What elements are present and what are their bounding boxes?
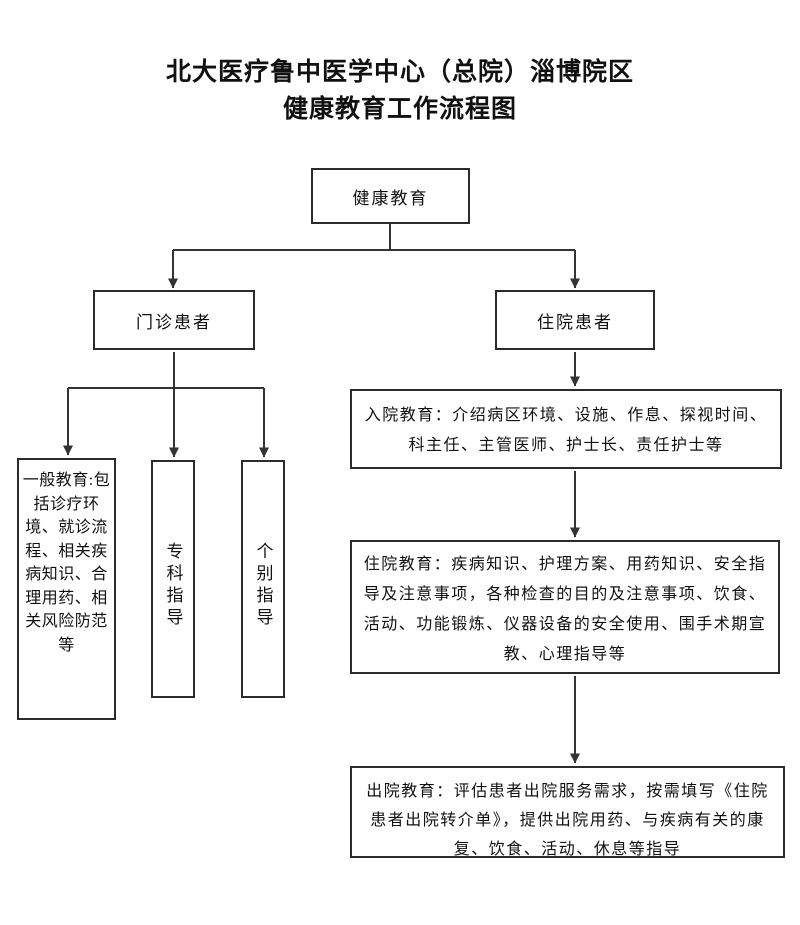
node-general-education: 一般教育:包括诊疗环境、就诊流程、相关疾病知识、合理用药、相关风险防范等 — [17, 458, 116, 720]
node-discharge-education: 出院教育：评估患者出院服务需求，按需填写《住院患者出院转介单》，提供出院用药、与… — [350, 766, 785, 858]
node-inpatient-label: 住院患者 — [537, 312, 613, 332]
page-title-line2: 健康教育工作流程图 — [282, 96, 517, 123]
node-hospitalization-education-label: 住院教育：疾病知识、护理方案、用药知识、安全指导及注意事项，各种检查的目的及注意… — [363, 556, 767, 663]
node-individual-guidance-label: 个别指导 — [253, 542, 273, 630]
node-health-education: 健康教育 — [311, 168, 470, 224]
node-individual-guidance: 个别指导 — [241, 460, 285, 698]
node-specialist-guidance-label: 专科指导 — [163, 542, 183, 630]
node-discharge-education-label: 出院教育：评估患者出院服务需求，按需填写《住院患者出院转介单》，提供出院用药、与… — [366, 783, 769, 858]
page-title-line1: 北大医疗鲁中医学中心（总院）淄博院区 — [165, 59, 634, 86]
node-specialist-guidance: 专科指导 — [151, 460, 195, 698]
node-hospitalization-education: 住院教育：疾病知识、护理方案、用药知识、安全指导及注意事项，各种检查的目的及注意… — [350, 540, 780, 674]
node-health-education-label: 健康教育 — [352, 188, 429, 208]
node-general-education-label: 一般教育:包括诊疗环境、就诊流程、相关疾病知识、合理用药、相关风险防范等 — [22, 472, 111, 654]
node-inpatient: 住院患者 — [495, 290, 655, 350]
node-admission-education-label: 入院教育：介绍病区环境、设施、作息、探视时间、科主任、主管医师、护士长、责任护士… — [364, 407, 768, 454]
node-outpatient: 门诊患者 — [93, 290, 255, 350]
node-admission-education: 入院教育：介绍病区环境、设施、作息、探视时间、科主任、主管医师、护士长、责任护士… — [350, 389, 782, 469]
page-title: 北大医疗鲁中医学中心（总院）淄博院区 健康教育工作流程图 — [0, 54, 800, 128]
node-outpatient-label: 门诊患者 — [136, 312, 212, 332]
